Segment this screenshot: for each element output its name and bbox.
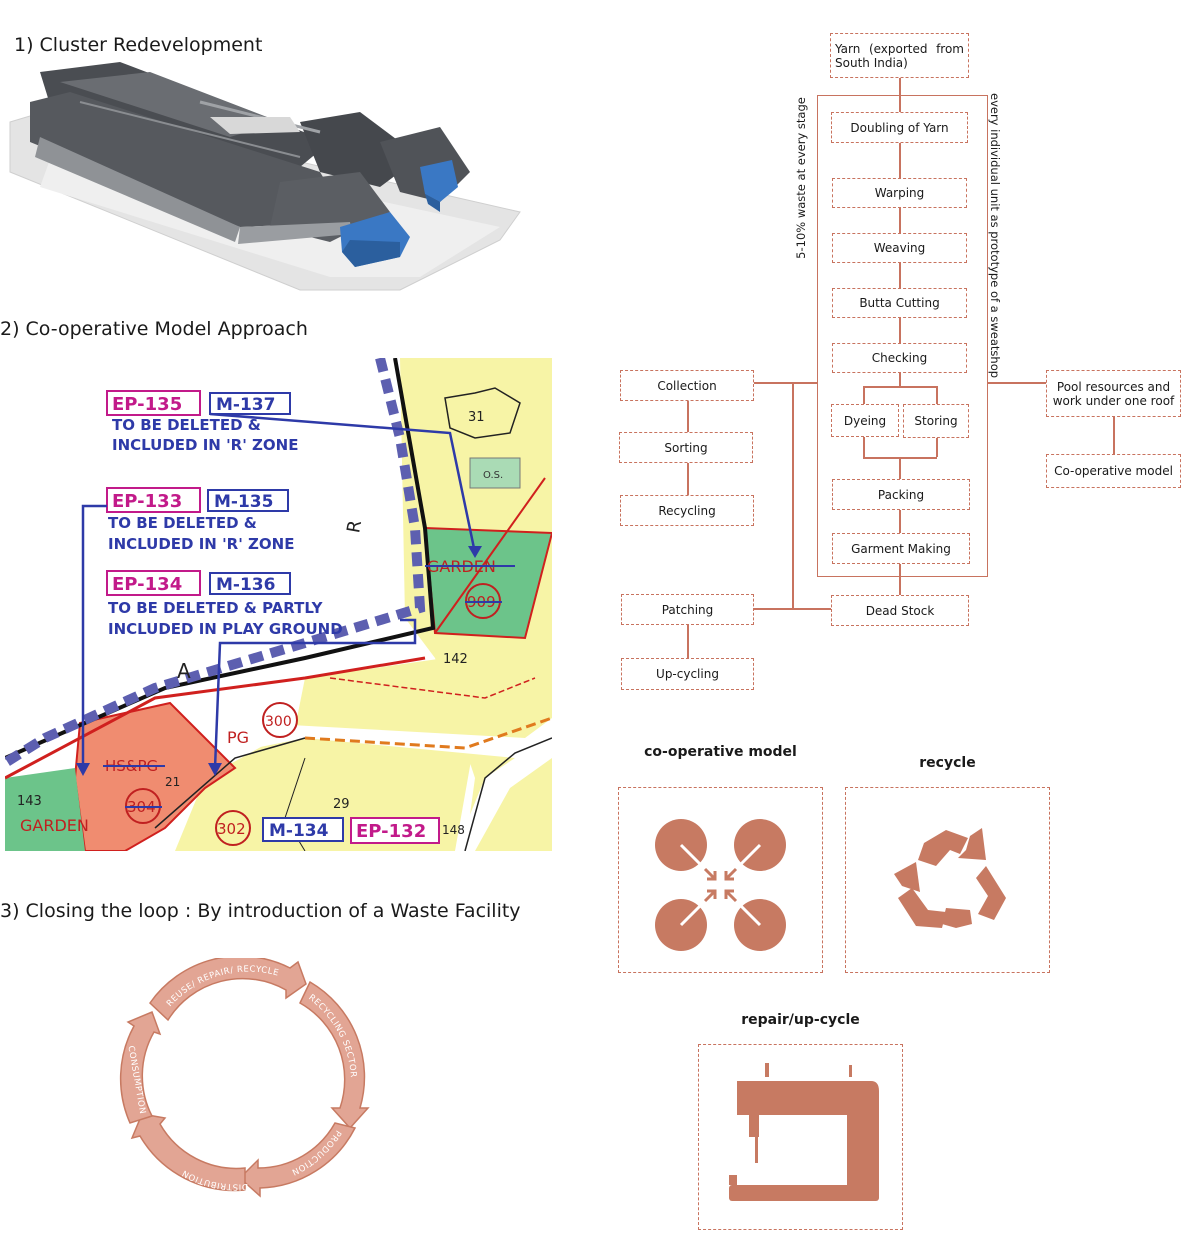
flow-collection: Collection xyxy=(620,370,754,401)
label-m135: M-135 xyxy=(214,492,273,512)
flow-sorting: Sorting xyxy=(619,432,753,463)
flow-checking: Checking xyxy=(832,343,967,373)
flow-doubling: Doubling of Yarn xyxy=(831,112,968,143)
ep134-desc-1: TO BE DELETED & PARTLY xyxy=(108,599,324,617)
label-ep133: EP-133 xyxy=(112,491,182,512)
recycle-icon-panel xyxy=(845,787,1050,973)
flow-packing: Packing xyxy=(832,479,970,510)
flow-butta-cutting: Butta Cutting xyxy=(832,288,967,318)
zone-pg: PG xyxy=(227,728,249,747)
flow-upcycling: Up-cycling xyxy=(621,658,754,690)
icon-title-repair: repair/up-cycle xyxy=(741,1012,860,1028)
flow-yarn: Yarn (exported from South India) xyxy=(830,33,969,78)
cluster-3d-model xyxy=(9,62,521,291)
coop-icon-panel xyxy=(618,787,823,973)
label-ep134: EP-134 xyxy=(112,574,182,595)
flow-storing: Storing xyxy=(903,404,969,438)
ep135-desc-1: TO BE DELETED & xyxy=(112,416,261,434)
flow-dyeing: Dyeing xyxy=(831,404,899,437)
flow-warping: Warping xyxy=(832,178,967,208)
flow-patching: Patching xyxy=(621,594,754,625)
ep134-desc-2: INCLUDED IN PLAY GROUND xyxy=(108,620,343,638)
flow-recycling: Recycling xyxy=(620,495,754,526)
label-waste-percent: 5-10% waste at every stage xyxy=(794,97,808,259)
section-title-cluster: 1) Cluster Redevelopment xyxy=(14,34,263,56)
zone-letter-a: A xyxy=(177,659,191,683)
plot-142: 142 xyxy=(443,652,468,667)
label-m137: M-137 xyxy=(216,395,275,415)
ep135-desc-2: INCLUDED IN 'R' ZONE xyxy=(112,436,298,454)
flow-weaving: Weaving xyxy=(832,233,967,263)
code-302: 302 xyxy=(217,820,246,838)
map-os-label: O.S. xyxy=(483,470,503,481)
zone-letter-r: R xyxy=(343,519,366,535)
flow-dead-stock: Dead Stock xyxy=(831,595,969,626)
plot-148: 148 xyxy=(442,823,465,837)
recycle-icon xyxy=(894,828,1006,928)
plot-143: 143 xyxy=(17,794,42,809)
waste-loop-cycle: REUSE/ REPAIR/ RECYCLE RECYCLING SECTOR … xyxy=(119,958,370,1198)
section-title-loop: 3) Closing the loop : By introduction of… xyxy=(0,900,521,922)
plot-29: 29 xyxy=(333,797,350,812)
label-ep135: EP-135 xyxy=(112,394,182,415)
zone-garden-2: GARDEN xyxy=(20,816,89,835)
ep133-desc-1: TO BE DELETED & xyxy=(108,514,257,532)
section-title-coop: 2) Co-operative Model Approach xyxy=(0,318,308,340)
plot-31: 31 xyxy=(468,410,485,425)
repair-icon-panel xyxy=(698,1044,903,1230)
label-m136: M-136 xyxy=(216,575,275,595)
label-ep132: EP-132 xyxy=(356,821,426,842)
plot-21: 21 xyxy=(165,775,180,789)
sewing-machine-icon xyxy=(729,1063,879,1201)
flow-coop-model: Co-operative model xyxy=(1046,454,1181,488)
icon-title-coop: co-operative model xyxy=(644,744,797,760)
icon-title-recycle: recycle xyxy=(919,755,976,771)
flow-garment-making: Garment Making xyxy=(832,533,970,564)
zoning-map: O.S. EP-135 M-137 TO BE DELETED & INCLUD… xyxy=(5,358,552,851)
flow-pool-resources: Pool resources and work under one roof xyxy=(1046,370,1181,417)
label-m134: M-134 xyxy=(269,821,329,841)
cooperative-icon xyxy=(655,819,786,951)
ep133-desc-2: INCLUDED IN 'R' ZONE xyxy=(108,535,294,553)
code-300: 300 xyxy=(265,714,292,730)
label-sweatshop-prototype: every individual unit as prototype of a … xyxy=(988,93,1002,379)
